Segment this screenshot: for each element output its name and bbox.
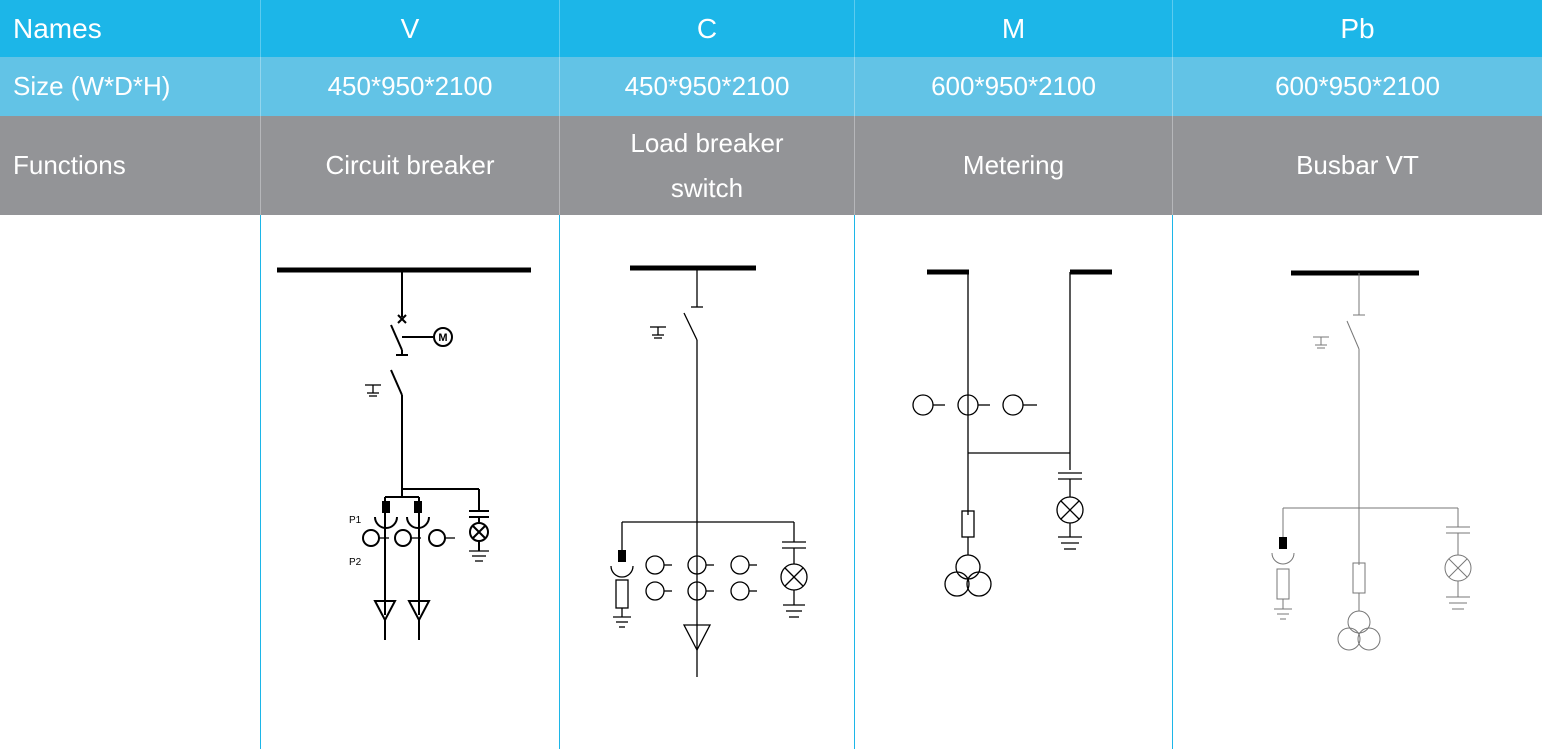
diagram-pb-cell <box>1173 215 1542 749</box>
lamp-indicator-icon <box>469 522 489 542</box>
functions-row: Functions Circuit breaker Load breaker s… <box>0 116 1542 215</box>
diagram-v-cell: M <box>261 215 560 749</box>
current-transformer-icon <box>730 555 757 575</box>
size-value-m: 600*950*2100 <box>855 57 1173 116</box>
current-transformer-icon <box>394 529 421 547</box>
p1-label: P1 <box>349 515 362 526</box>
functions-label: Functions <box>0 116 261 215</box>
load-switch <box>1346 320 1360 350</box>
current-transformer-icon <box>687 555 714 575</box>
function-value-v: Circuit breaker <box>261 116 560 215</box>
voltage-transformer-icon <box>944 554 992 597</box>
sensor-block <box>1279 537 1287 549</box>
names-row: Names V C M Pb <box>0 0 1542 57</box>
motor-label: M <box>438 332 447 344</box>
function-value-pb: Busbar VT <box>1296 150 1419 180</box>
size-label: Size (W*D*H) <box>0 57 261 116</box>
function-value-c: Load breaker switch <box>560 116 855 215</box>
load-breaker-switch-diagram <box>610 265 808 677</box>
fuse-icon <box>1352 562 1366 594</box>
cable-termination <box>682 624 712 652</box>
cable-termination-left <box>373 600 397 623</box>
circuit-breaker-diagram: M <box>277 267 531 640</box>
size-value-v: 450*950*2100 <box>261 57 560 116</box>
diagram-m-cell <box>855 215 1173 749</box>
current-transformer-icon <box>912 394 945 416</box>
breaker-symbol <box>390 314 407 351</box>
size-value-c: 450*950*2100 <box>560 57 855 116</box>
load-switch <box>683 312 698 341</box>
cable-termination-right <box>407 600 431 623</box>
ground-icon <box>1058 523 1082 550</box>
surge-arrester <box>1276 568 1290 600</box>
ground-icon <box>1274 599 1292 620</box>
column-name-m: M <box>855 0 1173 57</box>
current-transformer-icon <box>645 555 672 575</box>
column-name-v: V <box>261 0 560 57</box>
function-value-c-text: Load breaker switch <box>630 127 784 203</box>
lamp-indicator-icon <box>1444 554 1472 582</box>
lamp-indicator-icon <box>780 563 808 591</box>
current-transformer-icon <box>730 581 757 601</box>
column-name-c: C <box>560 0 855 57</box>
ground-icon <box>783 590 805 618</box>
ground-icon <box>650 326 666 339</box>
metering-diagram <box>912 269 1112 597</box>
voltage-transformer-icon <box>1337 610 1381 651</box>
function-value-m: Metering <box>855 116 1173 215</box>
current-transformer-icon <box>1002 394 1037 416</box>
current-transformer-icon <box>362 529 389 547</box>
diagram-row: M <box>0 215 1542 749</box>
ground-icon <box>1313 336 1329 349</box>
column-name-pb: Pb <box>1340 12 1375 44</box>
earthing-switch <box>390 369 403 396</box>
size-row: Size (W*D*H) 450*950*2100 450*950*2100 6… <box>0 57 1542 116</box>
current-transformer-icon <box>428 529 455 547</box>
surge-arrester <box>615 579 629 609</box>
ground-icon <box>469 541 489 562</box>
ground-icon <box>613 608 631 628</box>
names-label: Names <box>0 0 261 57</box>
diagram-c-cell <box>560 215 855 749</box>
current-transformer-icon <box>957 394 990 416</box>
lamp-indicator-icon <box>1056 496 1084 524</box>
motor-icon <box>433 327 453 347</box>
size-value-pb: 600*950*2100 <box>1275 71 1440 101</box>
diagram-row-label-cell <box>0 215 261 749</box>
current-transformer-icon <box>687 581 714 601</box>
current-transformer-icon <box>645 581 672 601</box>
ground-icon <box>1446 581 1470 610</box>
p2-label: P2 <box>349 557 362 568</box>
ground-icon <box>365 384 381 397</box>
cable-sensor <box>610 565 634 578</box>
sensor-block <box>618 550 626 562</box>
busbar-vt-diagram <box>1271 270 1472 651</box>
cable-sensor <box>1271 552 1295 565</box>
